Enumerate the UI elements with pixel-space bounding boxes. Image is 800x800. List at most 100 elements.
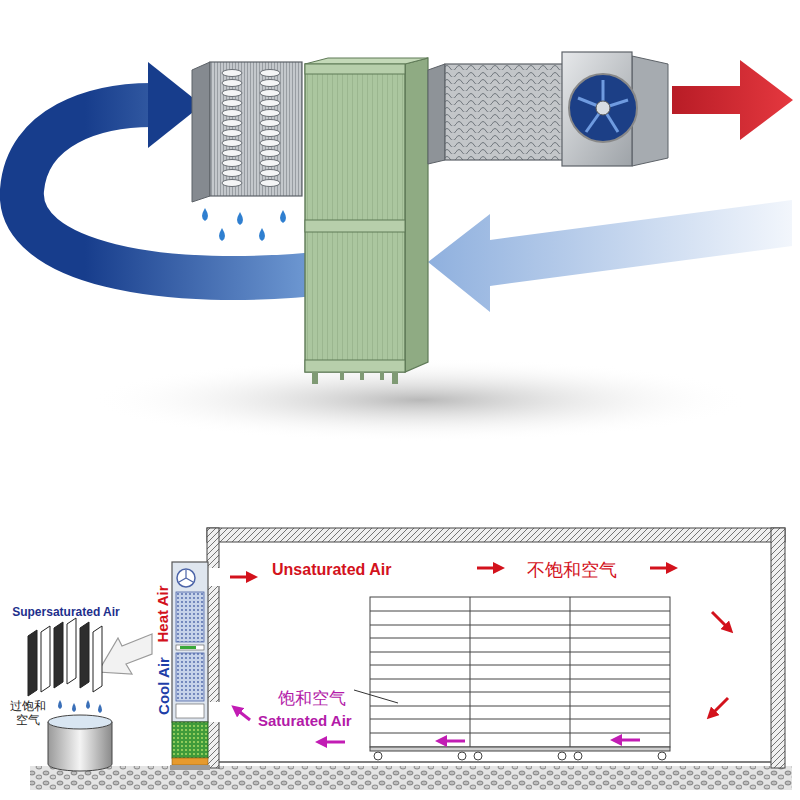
cold-air-arrow <box>22 62 335 278</box>
fan-unit <box>596 101 610 115</box>
drying-trays <box>370 747 670 751</box>
drying-trays <box>370 733 670 734</box>
evaporator-coil <box>260 70 280 77</box>
evaporator-coil <box>192 62 210 202</box>
inset-arrow <box>98 634 152 674</box>
heat-exchanger <box>305 58 428 64</box>
inset-label: Supersaturated Air <box>12 606 120 620</box>
water-drops <box>280 210 286 223</box>
drying-trays <box>458 752 466 760</box>
evaporator-coil <box>260 130 280 137</box>
condensate-drops <box>98 704 102 713</box>
evaporator-coil <box>260 170 280 177</box>
inset-arrow <box>98 634 152 674</box>
evaporator-coil <box>222 90 242 97</box>
drying-trays <box>558 752 566 760</box>
water-drops <box>219 228 225 241</box>
evaporator-coil <box>222 150 242 157</box>
ground <box>30 766 792 790</box>
heat-pump-unit <box>179 570 193 582</box>
water-drops <box>237 212 243 225</box>
leader-line <box>354 690 398 703</box>
heat-exchanger <box>392 372 398 384</box>
air-flow-arrows <box>711 698 728 715</box>
air-flow-arrows <box>477 567 499 570</box>
drying-trays <box>370 597 670 747</box>
evaporator-coil <box>222 100 242 107</box>
evaporator-coil <box>222 180 242 187</box>
heat-pump-unit <box>176 653 204 701</box>
drying-trays <box>374 752 382 760</box>
return-air-arrow <box>428 200 792 312</box>
air-state-label: 不饱和空气 <box>527 560 617 581</box>
heat-exchanger <box>305 360 405 372</box>
evaporator-coil <box>260 120 280 127</box>
filter-plates <box>28 618 102 696</box>
water-basin <box>48 715 112 771</box>
heat-pump-unit <box>177 569 195 587</box>
evaporator-coil <box>222 130 242 137</box>
condensate-drops <box>58 700 62 709</box>
evaporator-coil <box>260 140 280 147</box>
drying-trays <box>470 597 471 747</box>
air-flow-arrows <box>712 612 729 629</box>
fan-unit <box>562 52 668 166</box>
floor-shadow <box>90 358 750 442</box>
heat-pump-unit <box>170 765 210 770</box>
evaporator-coil <box>260 160 280 167</box>
heat-pump-unit <box>172 562 208 722</box>
water-drops <box>202 208 208 221</box>
inset-label: 过饱和 空气 <box>8 700 48 728</box>
return-air-arrow <box>428 200 792 312</box>
water-drops <box>202 208 286 241</box>
air-state-label: Unsaturated Air <box>272 561 391 579</box>
air-flow-label: Cool Air <box>155 657 172 715</box>
fan-unit <box>578 80 628 132</box>
air-flow-arrows <box>321 741 345 744</box>
evaporator-coil <box>210 62 302 196</box>
heat-exchanger <box>340 372 344 380</box>
air-flow-arrows <box>650 567 672 570</box>
filter-plates <box>41 626 50 692</box>
air-flow-arrows <box>441 740 465 743</box>
drying-trays <box>370 611 670 612</box>
air-state-label: 饱和空气 <box>278 689 346 709</box>
air-flow-label: Heat Air <box>154 586 171 643</box>
drying-trays <box>370 625 670 626</box>
air-state-label: Saturated Air <box>258 712 352 729</box>
evaporator-coil <box>222 120 242 127</box>
drying-trays <box>570 597 571 747</box>
drying-trays <box>370 679 670 680</box>
heat-pump-unit <box>172 722 208 758</box>
evaporator-coil <box>222 110 242 117</box>
evaporator-coil <box>222 70 242 77</box>
drying-trays <box>370 692 670 693</box>
heat-pump-unit <box>170 562 210 770</box>
leader-line <box>354 690 398 703</box>
heat-exchanger <box>312 372 318 384</box>
heat-exchanger <box>305 220 405 232</box>
heat-pump-unit <box>176 592 204 642</box>
evaporator-coil <box>260 180 280 187</box>
evaporator-coil <box>222 140 242 147</box>
hot-air-arrow <box>672 60 793 140</box>
heat-exchanger <box>305 64 405 372</box>
filter-plates <box>93 626 102 692</box>
drying-trays <box>370 652 670 653</box>
drying-trays <box>370 719 670 720</box>
air-flow-arrows <box>230 568 729 742</box>
room-walls <box>219 761 771 763</box>
drying-trays <box>474 752 482 760</box>
filter-plates <box>54 622 63 688</box>
drying-trays <box>370 706 670 707</box>
evaporator-coil <box>222 70 280 187</box>
ground <box>30 766 792 790</box>
evaporator-coil <box>260 110 280 117</box>
water-drops <box>259 228 265 241</box>
filter-plates <box>67 618 76 684</box>
heat-exchanger <box>380 372 384 380</box>
room-walls <box>207 528 219 768</box>
hot-air-arrow <box>672 60 793 140</box>
